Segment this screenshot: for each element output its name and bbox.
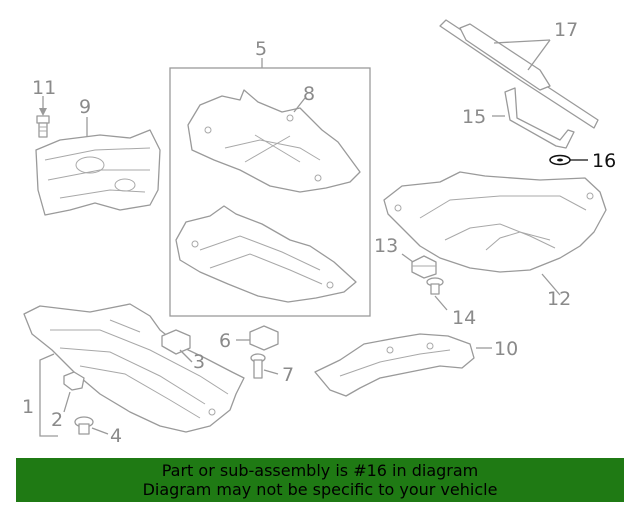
part-6-clip (249, 325, 279, 351)
leader-12 (541, 273, 561, 296)
part-13-clip (411, 255, 437, 279)
callout-13: 13 (374, 235, 398, 257)
part-5-group-box (169, 67, 371, 317)
leader-3 (179, 349, 193, 363)
callout-14: 14 (452, 307, 476, 329)
part-10-bracket (314, 333, 475, 397)
callout-6: 6 (219, 330, 231, 352)
callout-7: 7 (282, 364, 294, 386)
callout-12: 12 (547, 288, 571, 310)
part-14-bolt (426, 277, 444, 295)
callout-15: 15 (462, 106, 486, 128)
leader-14 (434, 295, 448, 311)
leader-1 (39, 353, 58, 437)
leader-17a (493, 39, 551, 44)
part-4-bolt (74, 416, 94, 435)
callout-2: 2 (51, 409, 63, 431)
info-banner: Part or sub-assembly is #16 in diagram D… (16, 458, 624, 502)
part-11-bolt (36, 115, 50, 138)
part-15-bracket (504, 87, 575, 149)
leader-7 (263, 369, 279, 375)
leader-2 (63, 391, 71, 413)
callout-4: 4 (110, 425, 122, 447)
part-8-upper-shield (187, 89, 361, 193)
part-9-bracket (35, 129, 161, 216)
banner-line-2: Diagram may not be specific to your vehi… (142, 480, 498, 499)
part-5-lower-shield (175, 205, 357, 303)
part-16-grommet (549, 154, 571, 166)
part-12-large-panel (383, 171, 607, 273)
callout-16: 16 (592, 150, 616, 172)
callout-9: 9 (79, 96, 91, 118)
leader-13 (401, 253, 414, 263)
part-3-clip (161, 329, 191, 355)
callout-1: 1 (22, 396, 34, 418)
part-2-clip (63, 371, 85, 391)
callout-11: 11 (32, 77, 56, 99)
part-7-bolt (250, 353, 266, 379)
part-17-bars (439, 19, 599, 129)
banner-line-1: Part or sub-assembly is #16 in diagram (161, 461, 479, 480)
arrow-11 (39, 108, 47, 116)
callout-17: 17 (554, 19, 578, 41)
callout-5: 5 (255, 38, 267, 60)
callout-3: 3 (193, 351, 205, 373)
leader-17b (527, 39, 551, 71)
callout-10: 10 (494, 338, 518, 360)
leader-4 (91, 427, 109, 435)
callout-8: 8 (303, 83, 315, 105)
leader-8 (293, 97, 306, 113)
